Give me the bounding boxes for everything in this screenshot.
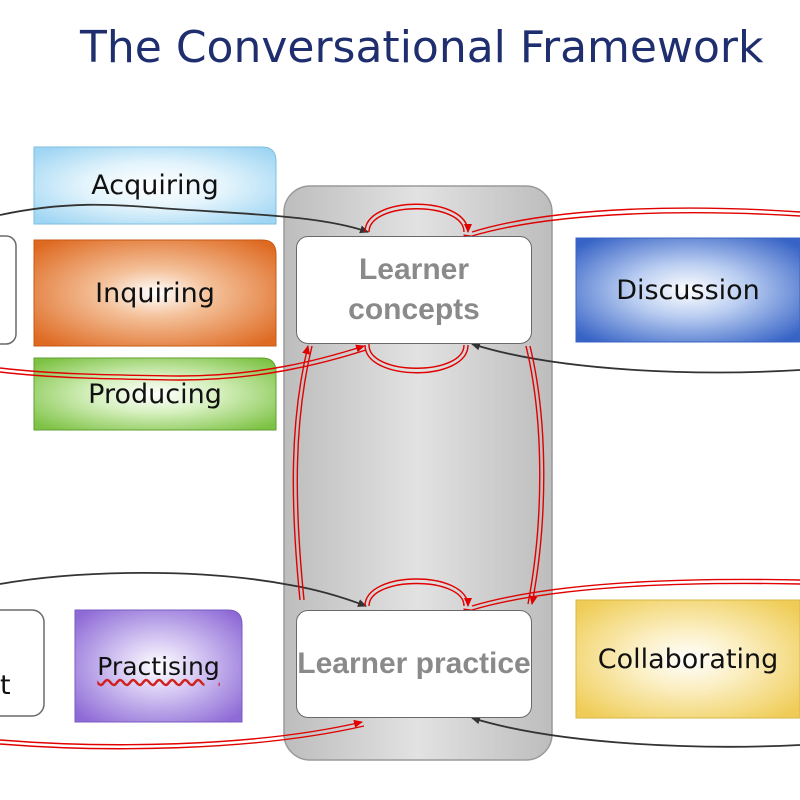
producing-box: Producing [88,378,222,410]
inquiring-box: Inquiring [95,277,215,309]
discussion-box-shape [575,237,800,343]
inquiring-box-shape [33,239,277,347]
black-arrow-collaborating-return [471,716,800,748]
red-loops-bottom [0,578,800,750]
practising-box: Practising [97,651,220,681]
black-arrow-acquiring [0,203,369,234]
learner-concepts-box: Learner concepts [296,236,532,344]
left-partial-label: t [0,669,11,701]
black-arrow-discussion-return [471,342,800,374]
learner-practice-box: Learner practice [296,610,532,718]
red-vertical-arrows [292,345,545,605]
left-partial-box-bottom [0,609,45,717]
collaborating-box: Collaborating [597,643,779,675]
left-partial-box-top [0,235,17,345]
black-arrow-bottom-left [0,571,367,607]
page-title: The Conversational Framework [80,22,764,73]
red-loops-top [0,203,800,381]
producing-box-shape [33,357,277,431]
practising-box-shape [74,609,243,723]
acquiring-box: Acquiring [91,170,219,201]
collaborating-box-shape [575,599,800,719]
discussion-box: Discussion [616,274,760,306]
